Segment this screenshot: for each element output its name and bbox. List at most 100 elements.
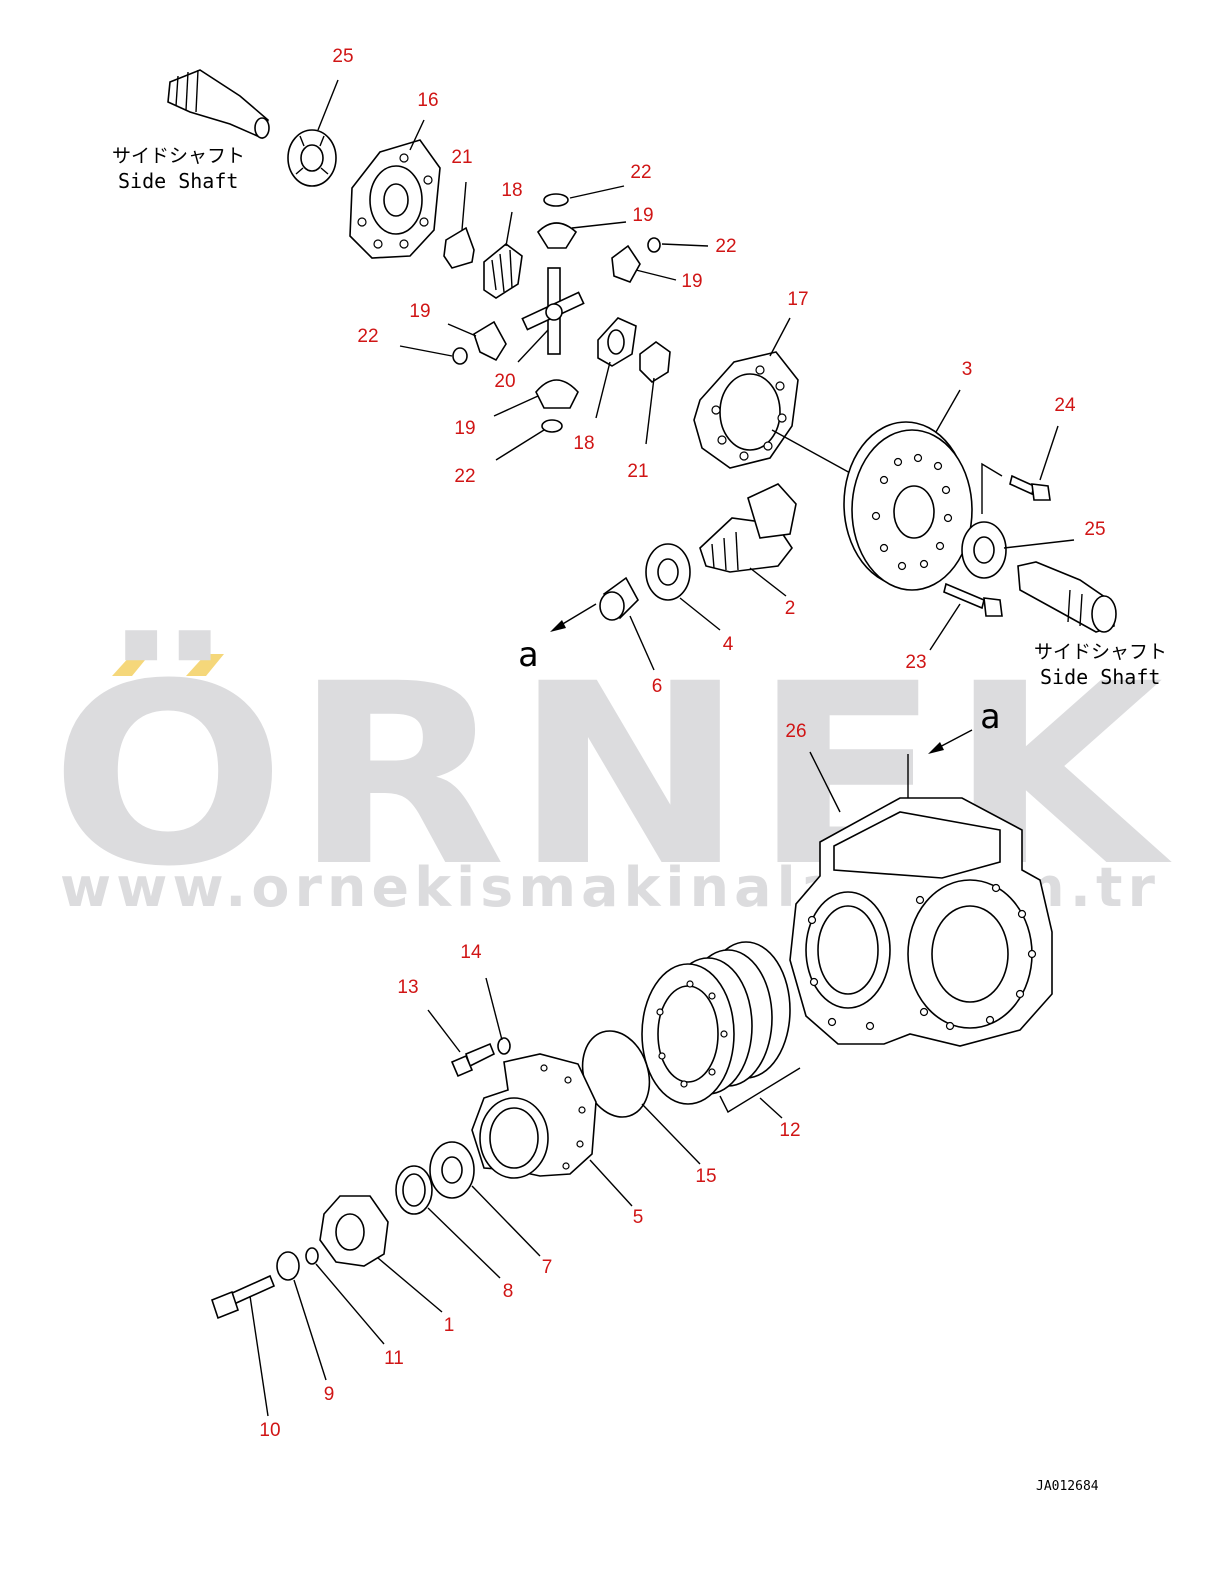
side-gear-18-top: [483, 242, 523, 299]
callout-21: 21: [627, 461, 648, 482]
callout-26: 26: [785, 721, 806, 742]
callout-4: 4: [723, 634, 734, 655]
washer-22-top: [543, 193, 569, 207]
pinion-19-bottom: [535, 379, 579, 409]
leader-line-21: [645, 377, 655, 445]
side-shaft-jp-top: サイドシャフト: [112, 145, 245, 167]
callout-6: 6: [652, 676, 663, 697]
arrowhead-a-left: [550, 620, 566, 632]
side-shaft-left: [167, 69, 270, 140]
callout-16: 16: [417, 90, 438, 111]
leader-line-24: [1039, 425, 1059, 481]
callout-21: 21: [451, 147, 472, 168]
callout-20: 20: [494, 371, 515, 392]
bearing-25-top: [287, 129, 337, 187]
callout-22: 22: [357, 326, 378, 347]
flange-1: [319, 1195, 389, 1267]
callout-1: 1: [444, 1315, 455, 1336]
leader-line-1: [377, 1257, 443, 1313]
bearing-7: [429, 1141, 475, 1199]
brake-discs-12: [641, 941, 791, 1105]
leader-lines: [249, 79, 1075, 1417]
pinion-19-left: [473, 320, 507, 362]
washer-9: [276, 1251, 300, 1281]
callout-9: 9: [324, 1384, 335, 1405]
callout-19: 19: [681, 271, 702, 292]
leader-line-9: [293, 1279, 327, 1381]
washer-22-right: [647, 237, 661, 253]
bearing-4: [645, 543, 691, 601]
leader-line-13: [427, 1009, 461, 1053]
drawing-id: JA012684: [1036, 1479, 1099, 1494]
callout-13: 13: [397, 977, 418, 998]
leader-bracket-12: [719, 1067, 801, 1113]
callout-25: 25: [332, 46, 353, 67]
bolt-24: [1009, 474, 1051, 501]
callout-19: 19: [454, 418, 475, 439]
leader-bolt-24: [981, 462, 1003, 514]
callout-19: 19: [409, 301, 430, 322]
callout-11: 11: [384, 1348, 404, 1369]
seal-8: [395, 1165, 433, 1215]
callout-17: 17: [787, 289, 808, 310]
callout-10: 10: [259, 1420, 280, 1441]
bolt-10: [211, 1274, 276, 1320]
leader-line-19: [447, 323, 477, 337]
leader-line-19: [571, 221, 627, 229]
leader-line-22: [569, 185, 625, 199]
callout-8: 8: [503, 1281, 514, 1302]
thrust-washer-21-bottom: [639, 341, 671, 384]
leader-line-19: [493, 395, 539, 417]
view-marker-a-left: a: [518, 635, 538, 675]
callout-12: 12: [779, 1120, 800, 1141]
leader-line-19: [635, 269, 677, 281]
spacer-6: [599, 576, 639, 621]
umlaut-accent-left: [112, 654, 150, 676]
arrowhead-a-right: [928, 742, 944, 754]
washer-14: [497, 1037, 511, 1055]
callout-18: 18: [573, 433, 594, 454]
leader-line-7: [471, 1185, 541, 1257]
callout-23: 23: [905, 652, 926, 673]
umlaut-accent-right: [186, 654, 224, 676]
housing-5: [471, 1053, 597, 1179]
differential-case-17: [693, 351, 799, 469]
leader-line-6: [629, 615, 655, 671]
leader-line-17: [769, 317, 791, 357]
leader-line-3: [935, 389, 961, 433]
leader-line-18: [595, 361, 611, 419]
leader-line-20: [517, 329, 549, 363]
callout-22: 22: [715, 236, 736, 257]
leader-line-26: [809, 751, 841, 813]
side-shaft-en-top: Side Shaft: [118, 169, 238, 193]
pinion-19-right: [611, 244, 641, 283]
leader-line-4: [679, 597, 721, 631]
bearing-25-right: [961, 521, 1007, 579]
washer-22-left: [452, 347, 468, 365]
thrust-washer-21-top: [443, 226, 475, 269]
side-shaft-en-right: Side Shaft: [1040, 665, 1160, 689]
ring-gear-3: [843, 421, 973, 591]
view-marker-a-right: a: [980, 697, 1000, 737]
o-ring-11: [305, 1247, 319, 1265]
watermark: ÖRNEK www.ornekismakinaları.com.tr: [50, 630, 1167, 921]
bolt-23: [943, 582, 1003, 617]
callout-22: 22: [454, 466, 475, 487]
callout-25: 25: [1084, 519, 1105, 540]
differential-case-16: [349, 139, 441, 259]
leader-line-16: [409, 119, 425, 151]
callout-18: 18: [501, 180, 522, 201]
axle-housing-26: [789, 797, 1053, 1047]
leader-17-3: [771, 429, 853, 475]
callout-19: 19: [632, 205, 653, 226]
callout-15: 15: [695, 1166, 716, 1187]
callout-14: 14: [460, 942, 482, 963]
leader-line-18: [505, 211, 513, 247]
pinion-19-top: [536, 222, 578, 249]
callout-5: 5: [633, 1207, 644, 1228]
leader-line-5: [589, 1159, 633, 1207]
callout-22: 22: [630, 162, 651, 183]
